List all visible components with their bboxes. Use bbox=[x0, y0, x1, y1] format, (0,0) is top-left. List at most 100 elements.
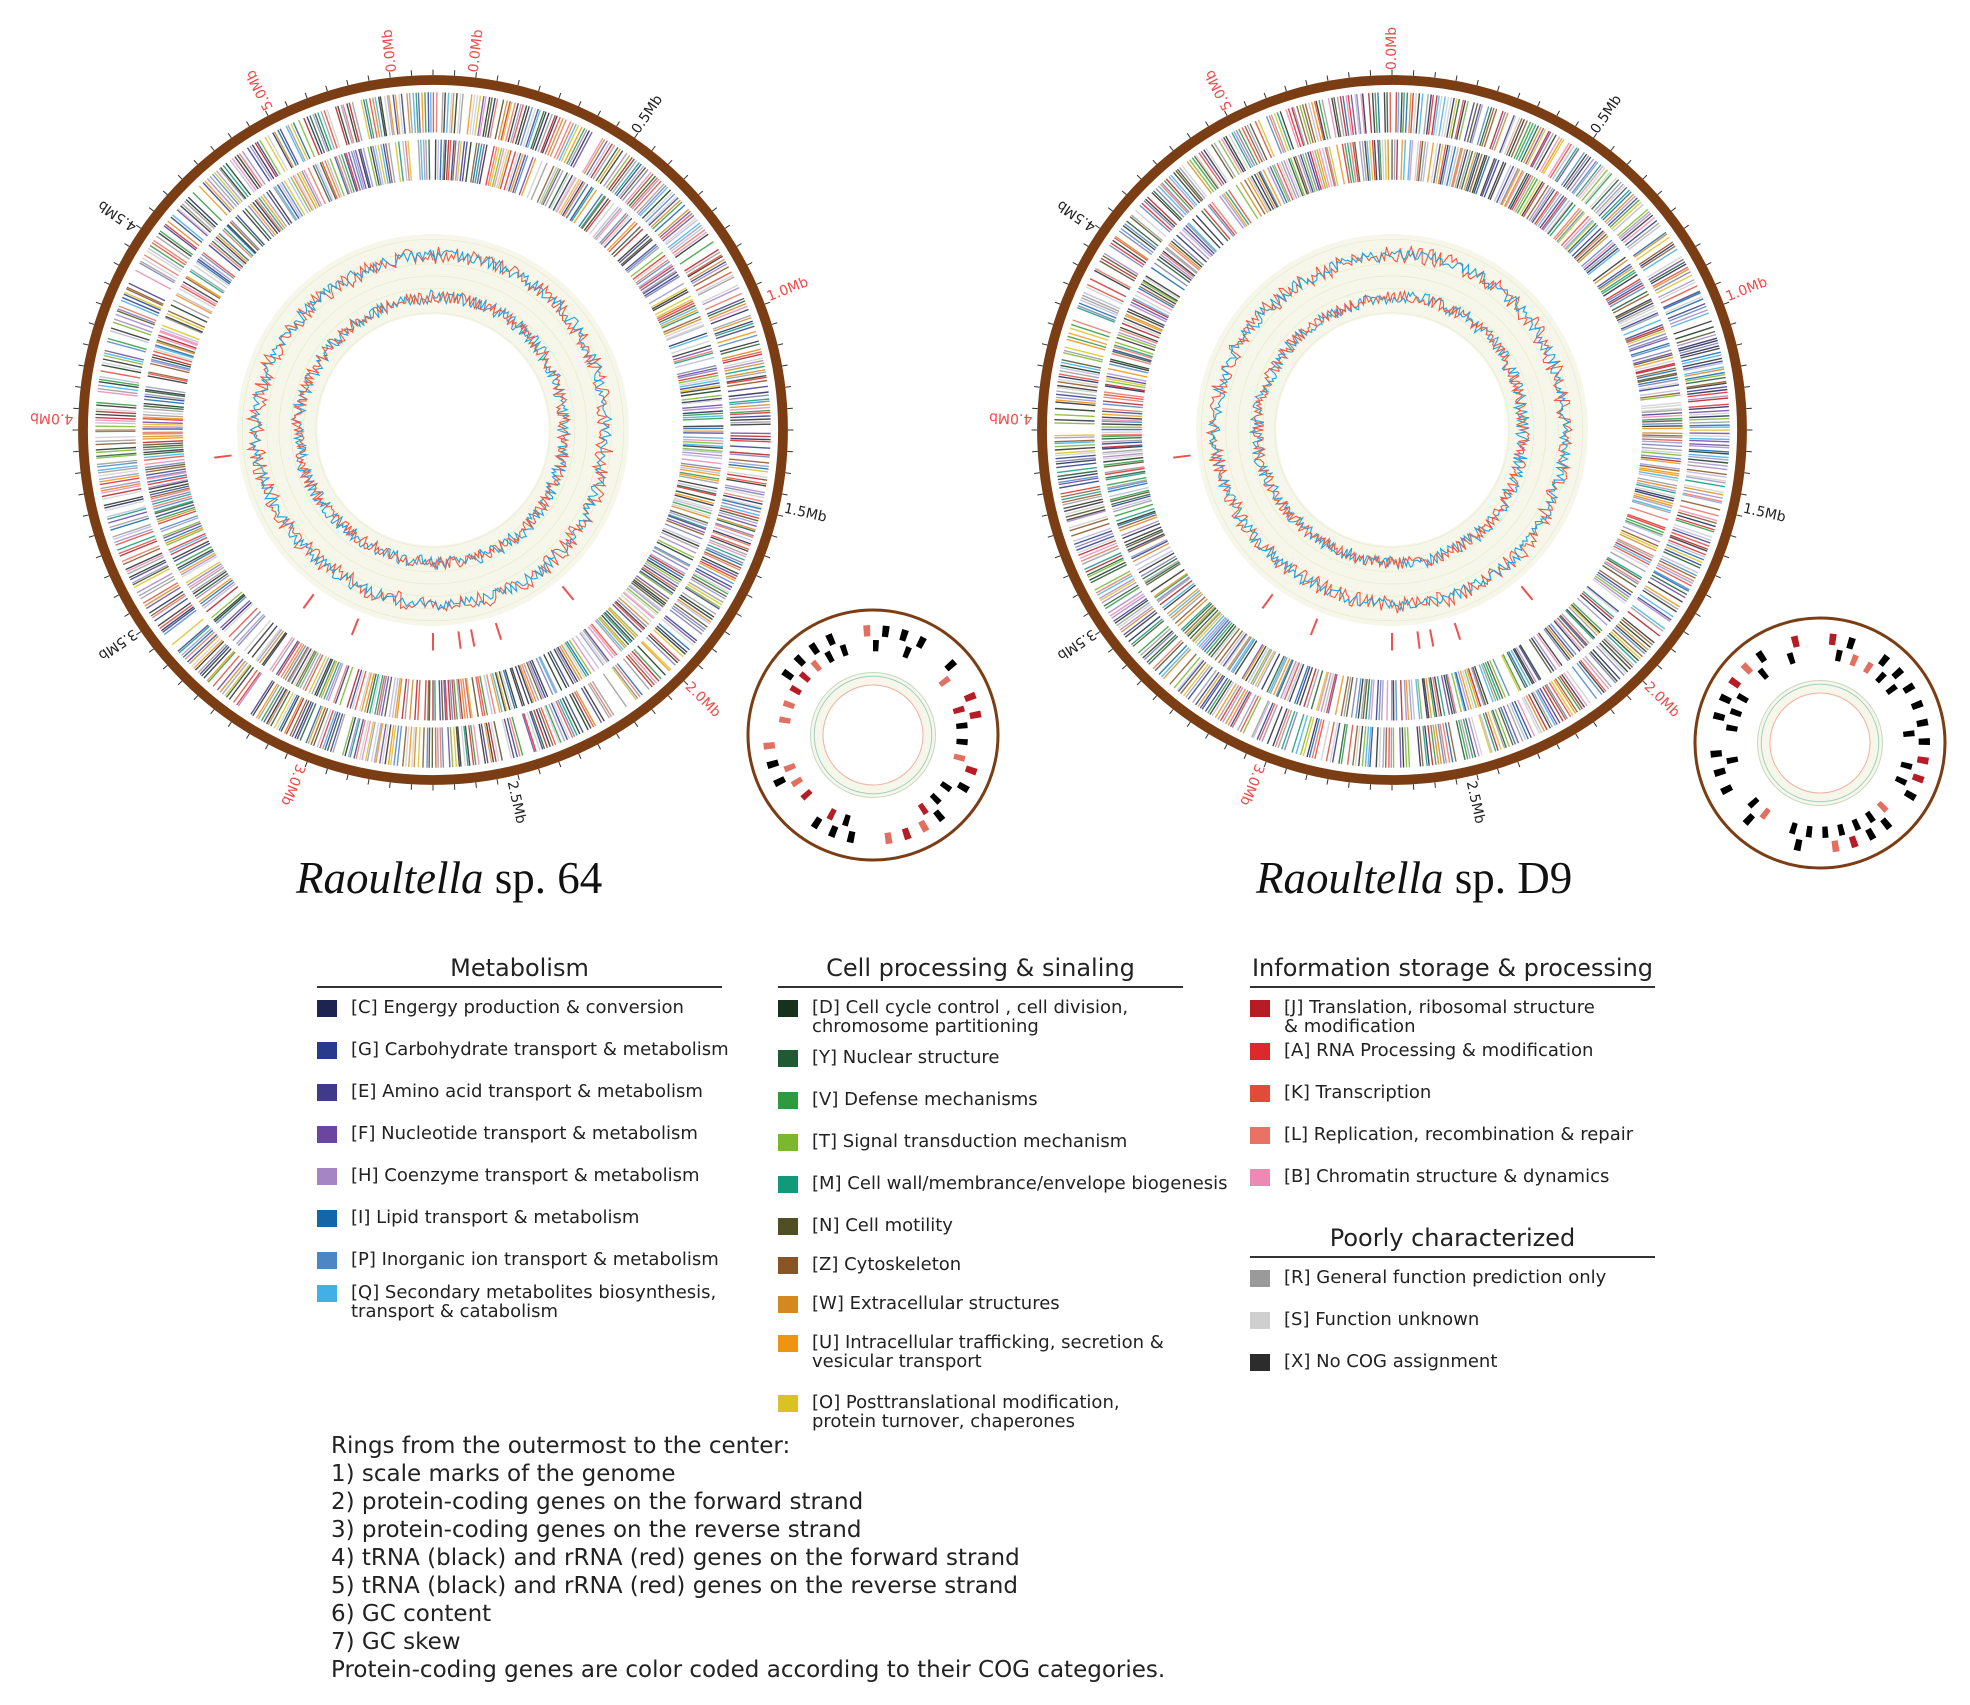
scale-tick bbox=[1723, 555, 1730, 559]
gene-mark bbox=[437, 139, 440, 180]
gene-mark bbox=[417, 139, 421, 181]
gene-mark bbox=[1103, 391, 1144, 398]
gene-mark bbox=[1567, 222, 1597, 253]
gene-mark bbox=[1137, 625, 1169, 654]
gene-mark bbox=[1467, 717, 1480, 757]
gene-mark bbox=[1669, 309, 1708, 325]
gene-mark bbox=[148, 590, 184, 614]
gene-mark bbox=[1161, 252, 1195, 278]
gene-mark bbox=[1116, 510, 1156, 525]
gene-mark bbox=[188, 565, 224, 589]
gene-mark bbox=[680, 466, 721, 474]
legend-label: [E] Amino acid transport & metabolism bbox=[351, 1081, 703, 1102]
gene-mark bbox=[663, 616, 696, 644]
gene-mark bbox=[1242, 696, 1262, 734]
gene-mark bbox=[1447, 721, 1457, 762]
gene-mark bbox=[1642, 438, 1683, 442]
gene-mark bbox=[1293, 665, 1309, 704]
gene-mark bbox=[662, 214, 695, 242]
gene-mark bbox=[148, 479, 188, 489]
rrna-mark bbox=[1520, 585, 1534, 601]
gene-mark bbox=[682, 449, 723, 454]
gene-mark bbox=[1596, 573, 1630, 598]
gene-mark bbox=[588, 141, 611, 177]
gene-mark bbox=[454, 140, 460, 181]
gene-mark bbox=[354, 149, 367, 189]
gene-mark bbox=[181, 283, 217, 306]
plasmid-gene-block bbox=[839, 644, 849, 657]
gene-mark bbox=[669, 334, 708, 350]
gene-mark bbox=[189, 566, 225, 590]
gene-mark bbox=[722, 353, 763, 364]
gene-mark bbox=[1551, 145, 1575, 180]
gene-mark bbox=[1562, 217, 1592, 249]
gene-mark bbox=[617, 233, 649, 262]
gene-mark bbox=[222, 164, 249, 198]
gene-mark bbox=[1169, 653, 1197, 685]
gene-mark bbox=[196, 260, 231, 285]
plasmid-gene-block bbox=[842, 814, 851, 827]
gene-mark bbox=[173, 542, 211, 563]
legend-item: [G] Carbohydrate transport & metabolism bbox=[317, 1040, 729, 1059]
scale-tick bbox=[1224, 110, 1228, 116]
gene-mark bbox=[1557, 212, 1586, 244]
gene-mark bbox=[420, 139, 424, 181]
gene-mark bbox=[258, 630, 285, 664]
gene-mark bbox=[1070, 323, 1110, 338]
gene-mark bbox=[218, 232, 250, 262]
gene-mark bbox=[660, 212, 693, 240]
gene-mark bbox=[721, 501, 761, 513]
gene-mark bbox=[579, 632, 604, 666]
gene-mark bbox=[511, 716, 524, 756]
gene-mark bbox=[144, 461, 185, 469]
gene-mark bbox=[476, 143, 485, 184]
gene-mark bbox=[1463, 102, 1475, 142]
scale-tick bbox=[756, 281, 762, 285]
gene-mark bbox=[668, 332, 708, 348]
gene-mark bbox=[1396, 139, 1399, 180]
gene-mark bbox=[1373, 139, 1378, 181]
scale-label: 1.5Mb bbox=[1741, 501, 1787, 526]
legend-label: [D] Cell cycle control , cell division, … bbox=[812, 997, 1129, 1037]
gene-mark bbox=[400, 93, 406, 134]
gene-mark bbox=[701, 284, 739, 304]
gene-mark bbox=[453, 679, 458, 720]
gene-mark bbox=[311, 657, 330, 695]
gene-mark bbox=[1089, 561, 1126, 581]
gene-mark bbox=[1331, 97, 1340, 138]
gene-mark bbox=[1685, 479, 1726, 488]
gene-mark bbox=[674, 352, 714, 365]
gene-mark bbox=[691, 576, 728, 598]
gene-mark bbox=[1068, 515, 1108, 529]
gene-mark bbox=[204, 180, 233, 212]
gene-mark bbox=[1483, 159, 1500, 198]
scale-tick bbox=[1497, 85, 1500, 92]
gene-mark bbox=[1232, 638, 1256, 674]
gene-mark bbox=[580, 631, 606, 665]
gene-mark bbox=[605, 610, 635, 641]
legend-item: [Z] Cytoskeleton bbox=[778, 1255, 1183, 1274]
gene-mark bbox=[1100, 579, 1136, 602]
gene-mark bbox=[658, 623, 690, 651]
gene-mark bbox=[1112, 349, 1152, 362]
gene-mark bbox=[1093, 269, 1131, 291]
gene-mark bbox=[1227, 189, 1252, 224]
gene-mark bbox=[1544, 199, 1571, 233]
gene-mark bbox=[1285, 109, 1300, 148]
gene-mark bbox=[298, 171, 319, 209]
gene-mark bbox=[1441, 96, 1450, 137]
plasmid-gene-block bbox=[826, 808, 837, 821]
scale-tick bbox=[1455, 75, 1458, 82]
gene-mark bbox=[608, 607, 639, 637]
gene-mark bbox=[1277, 709, 1293, 749]
gene-mark bbox=[1203, 208, 1231, 240]
gene-mark bbox=[226, 225, 256, 255]
gene-mark bbox=[677, 482, 718, 493]
gene-mark bbox=[374, 97, 383, 138]
gene-mark bbox=[691, 263, 728, 285]
gene-mark bbox=[1250, 175, 1272, 212]
gene-mark bbox=[1612, 629, 1643, 658]
gene-mark bbox=[1157, 577, 1191, 603]
gene-mark bbox=[527, 661, 545, 699]
gene-mark bbox=[611, 160, 638, 194]
